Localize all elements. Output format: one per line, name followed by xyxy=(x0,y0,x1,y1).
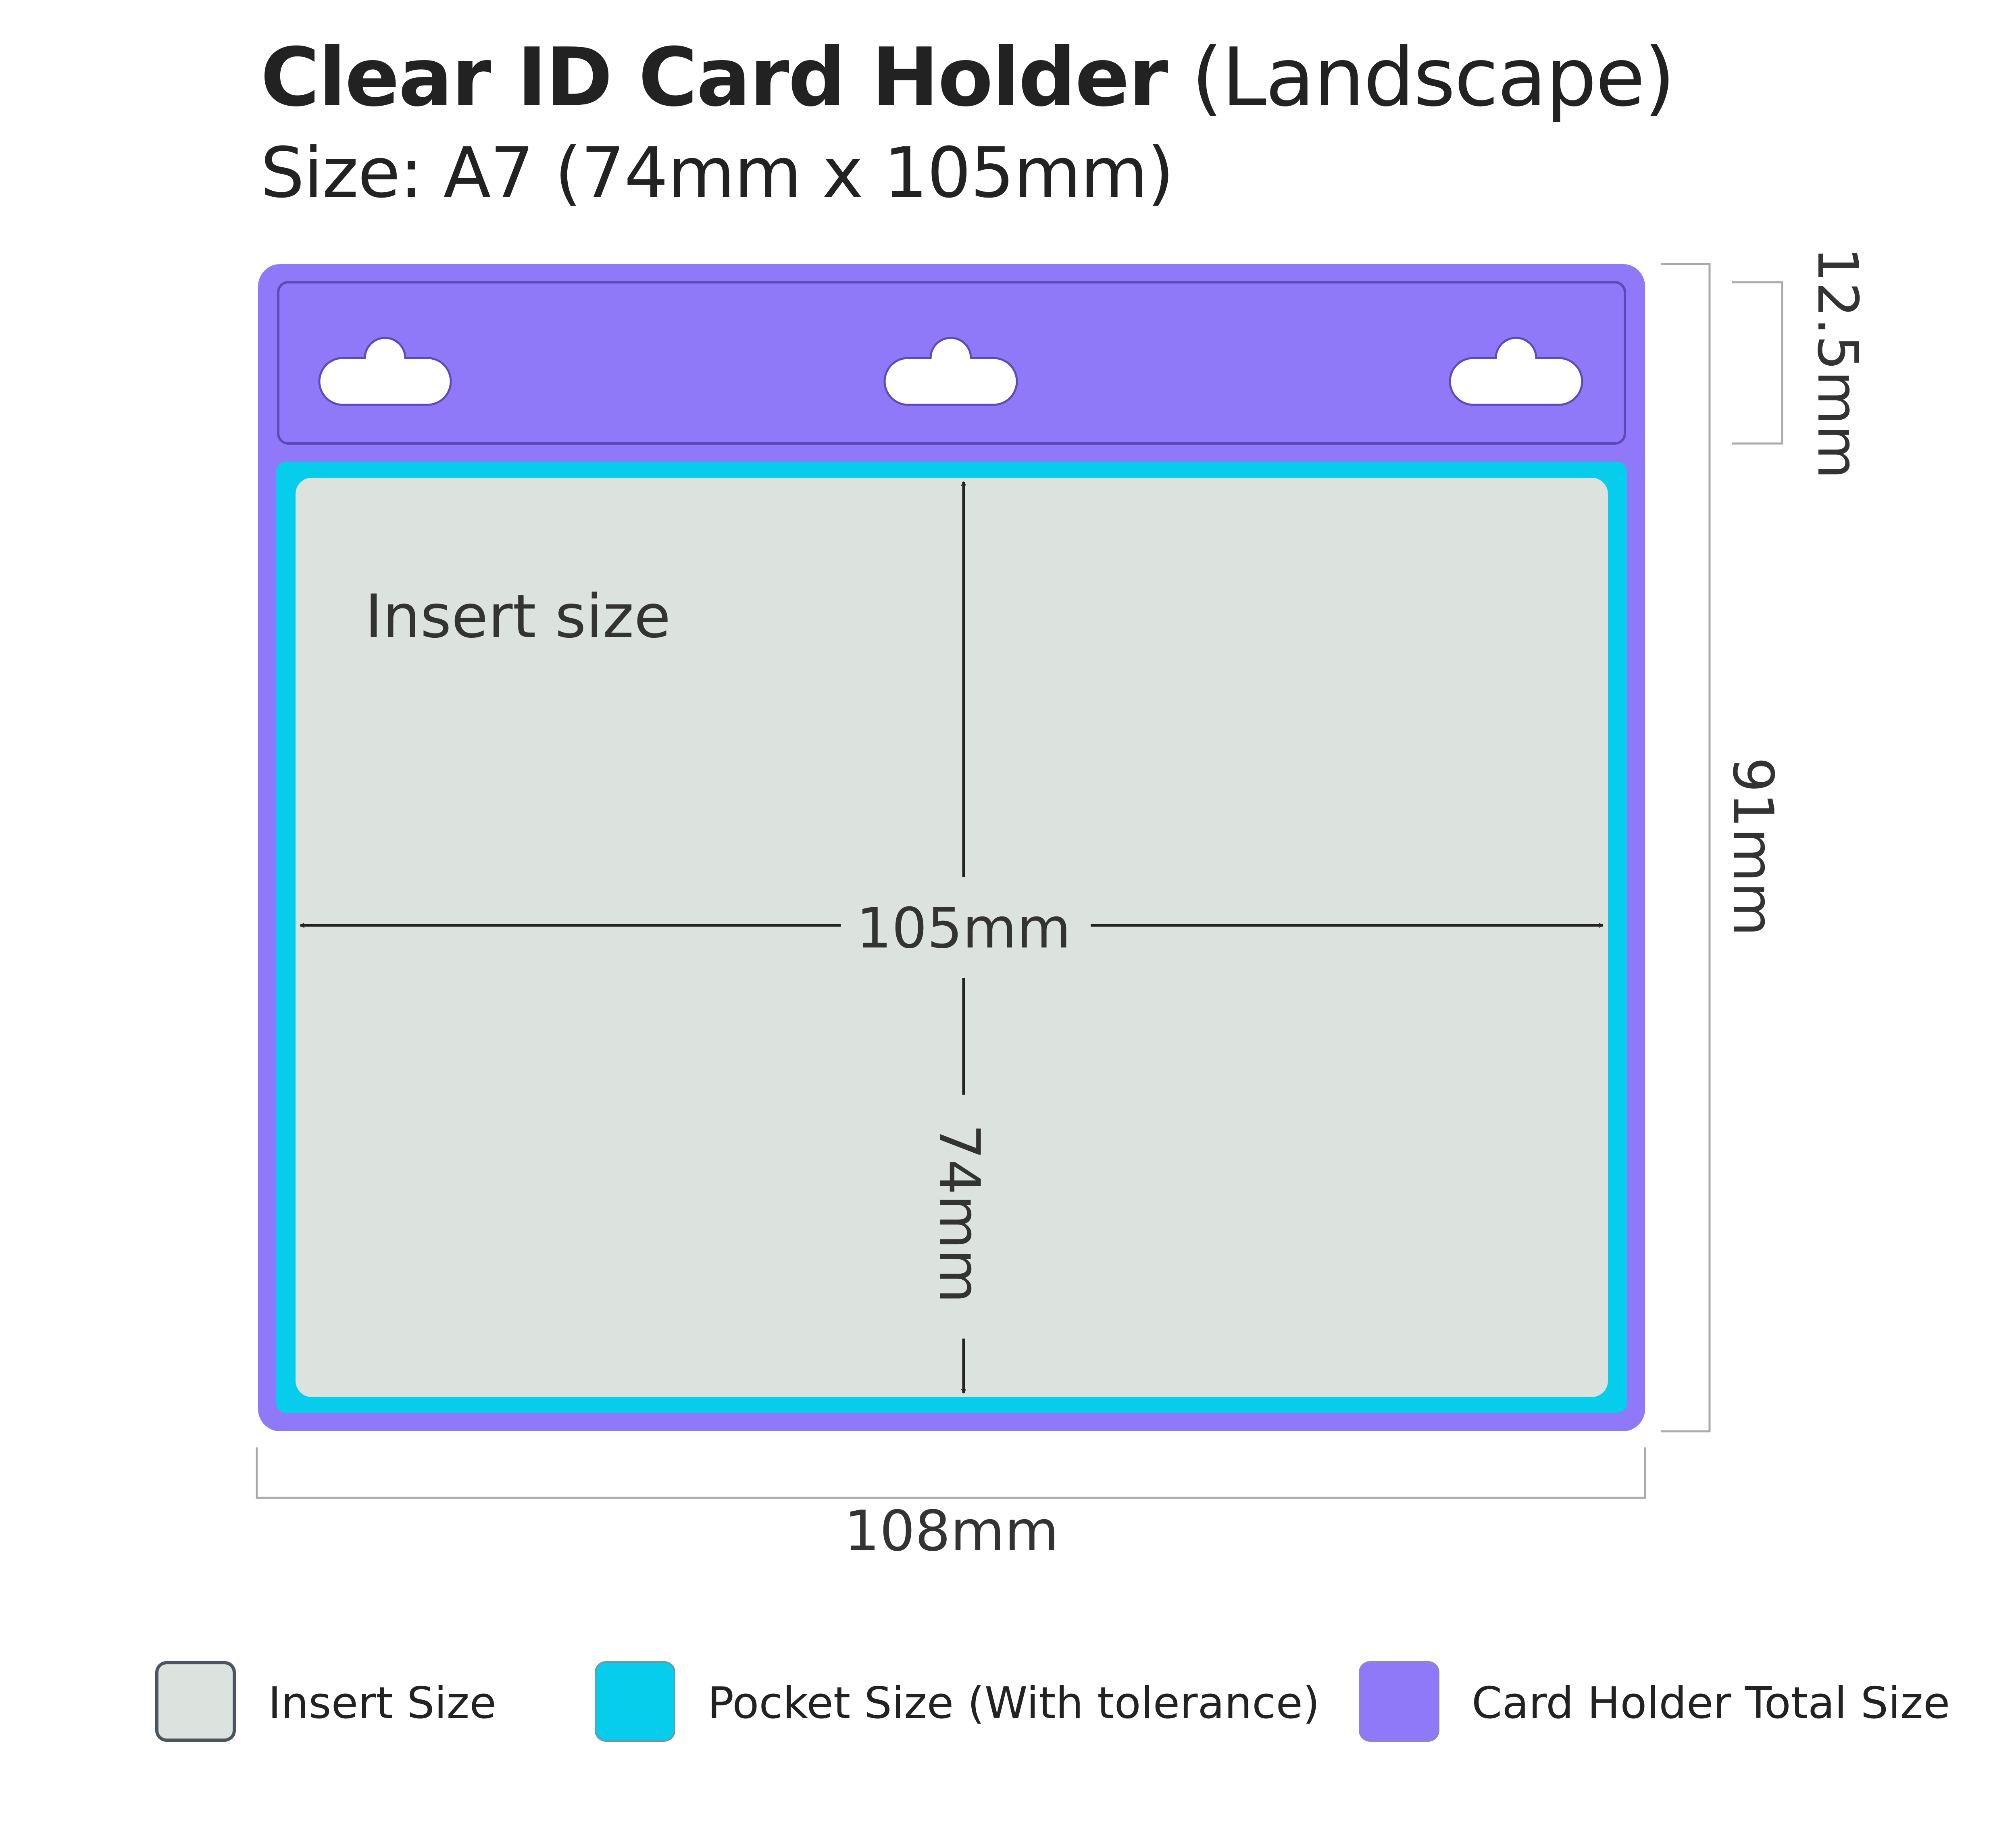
legend-label-pocket: Pocket Size (With tolerance) xyxy=(708,1678,1320,1728)
holder-width-label: 108mm xyxy=(844,1499,1059,1564)
insert-label: Insert size xyxy=(365,582,671,651)
insert-height-label: 74mm xyxy=(927,1124,992,1303)
hanging-slot-left xyxy=(318,337,452,406)
insert-area xyxy=(296,478,1608,1397)
legend-label-holder: Card Holder Total Size xyxy=(1472,1678,1950,1728)
legend-label-insert: Insert Size xyxy=(268,1678,496,1728)
holder-width-dimension-line xyxy=(256,1447,1646,1499)
insert-width-label: 105mm xyxy=(856,896,1071,961)
header-height-dimension-line xyxy=(1732,281,1783,445)
holder-height-dimension-line xyxy=(1661,263,1711,1433)
page-subtitle: Size: A7 (74mm x 105mm) xyxy=(260,132,1174,213)
page-title: Clear ID Card Holder (Landscape) xyxy=(260,31,1675,125)
legend-swatch-holder xyxy=(1359,1661,1439,1742)
header-height-label: 12.5mm xyxy=(1805,247,1870,479)
hanging-slot-right xyxy=(1449,337,1583,406)
holder-height-label: 91mm xyxy=(1720,757,1785,936)
title-orientation: (Landscape) xyxy=(1191,31,1675,125)
hanging-slot-center xyxy=(883,337,1018,406)
legend-swatch-insert xyxy=(155,1661,236,1742)
title-main: Clear ID Card Holder xyxy=(260,31,1168,125)
legend-swatch-pocket xyxy=(595,1661,675,1742)
